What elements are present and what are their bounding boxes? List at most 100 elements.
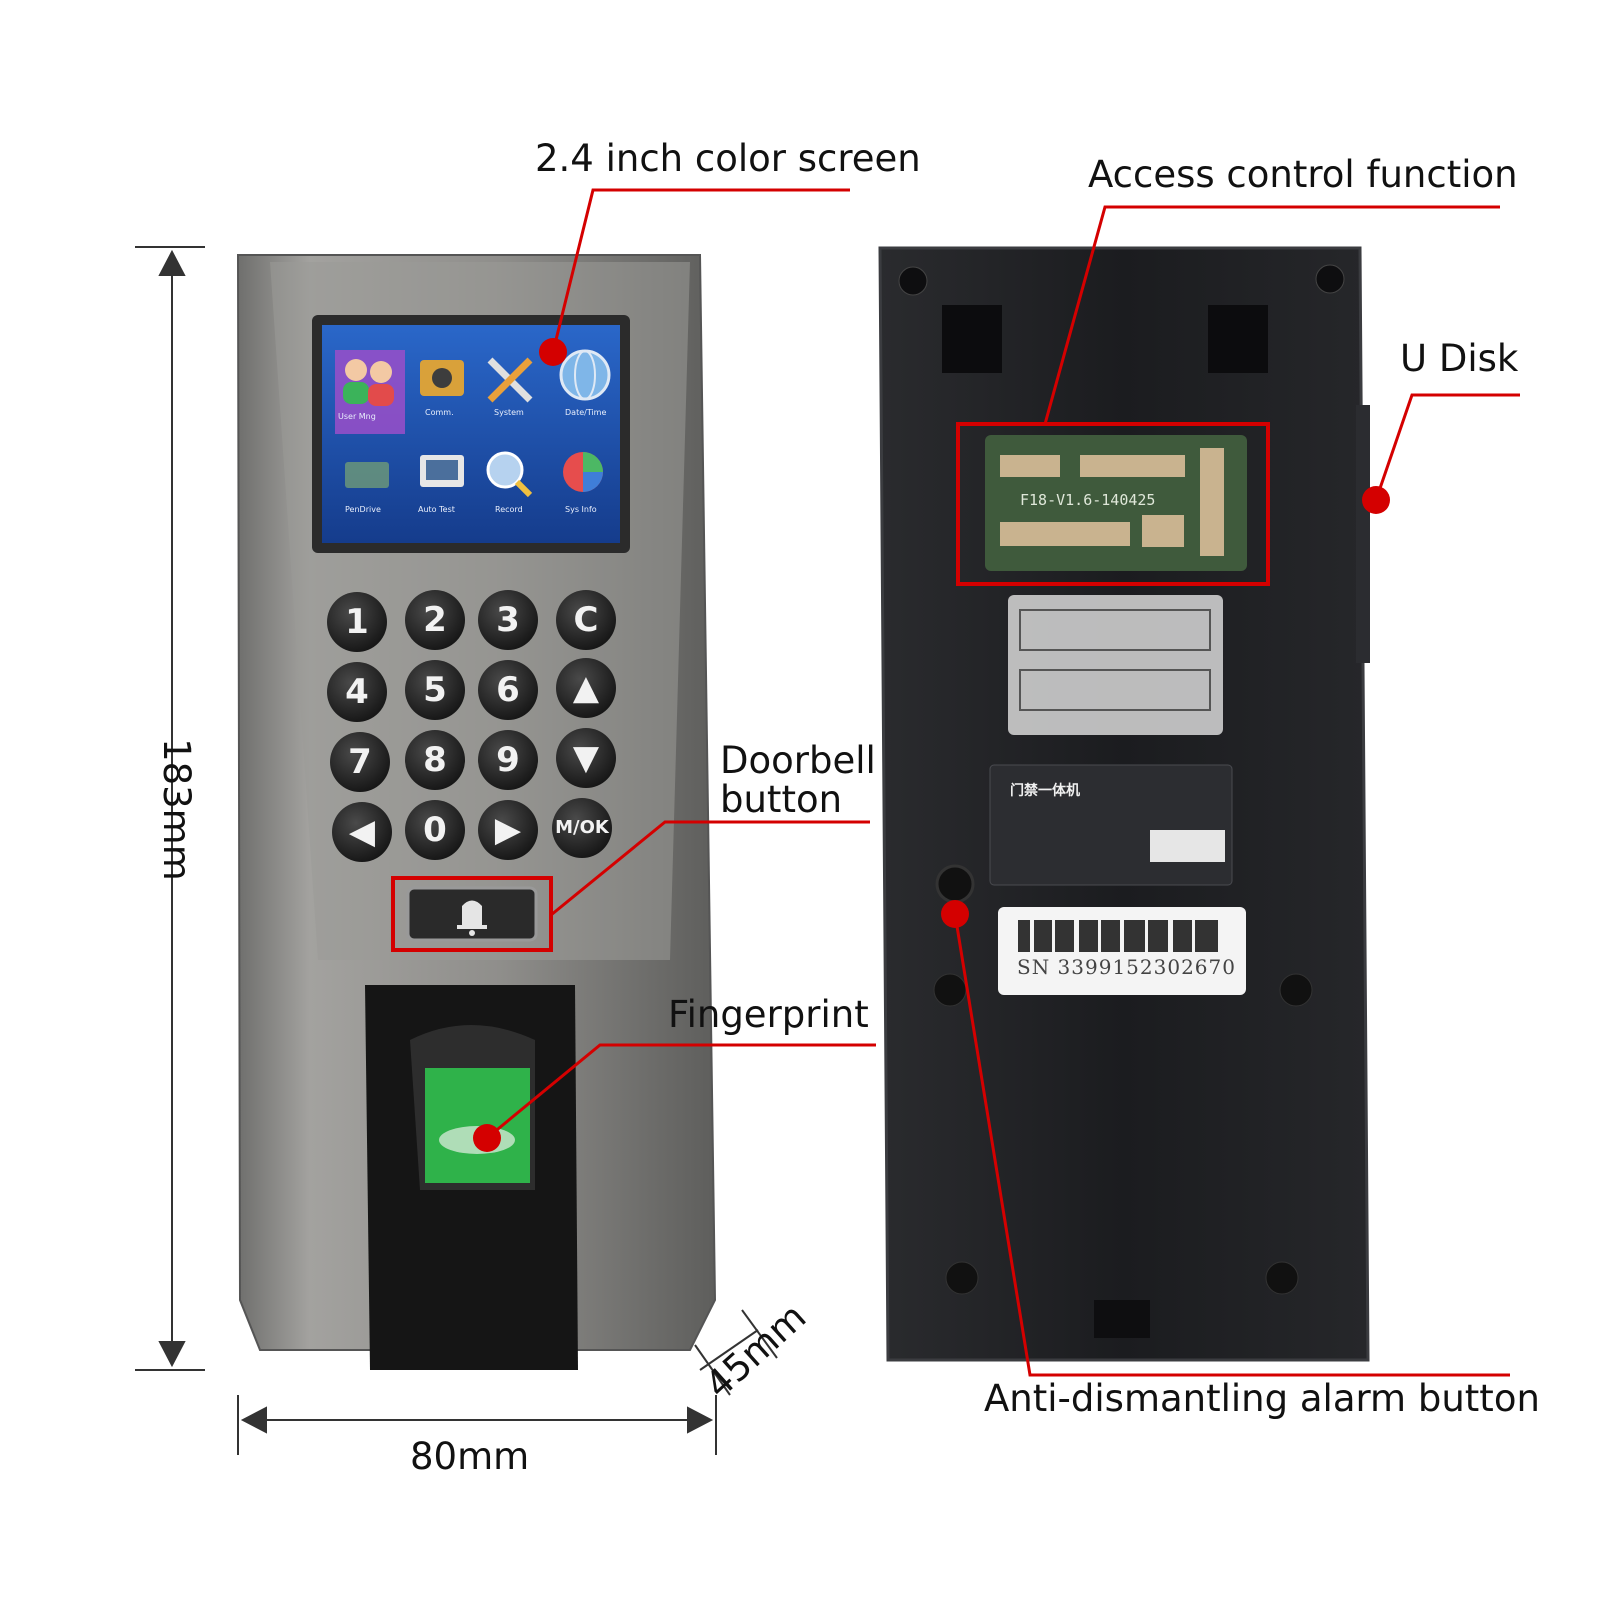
cable-slot	[1094, 1300, 1150, 1338]
height-arrow-bottom	[158, 1341, 186, 1368]
callout-dots	[473, 338, 1390, 1152]
connector-3	[1000, 522, 1130, 546]
screw-top-left	[898, 266, 928, 296]
callout-line-screen	[551, 188, 850, 353]
menu-label-auto-test: Auto Test	[418, 505, 455, 514]
callout-dot-screen	[539, 338, 567, 366]
connector-4	[1142, 515, 1184, 547]
magnifier-icon	[486, 451, 533, 498]
usb-slot[interactable]	[1356, 405, 1370, 663]
key-0-label: 0	[423, 810, 447, 850]
key-1[interactable]	[327, 592, 387, 652]
wiring-grid-bottom	[1019, 669, 1211, 711]
screw-top-right	[1315, 264, 1345, 294]
pcb-label: F18-V1.6-140425	[1020, 491, 1156, 509]
key-c-label: C	[573, 600, 599, 640]
mount-hole-left	[942, 305, 1002, 373]
menu-label-user-mng: User Mng	[338, 412, 376, 421]
pie-chart-icon	[563, 452, 603, 492]
height-arrow-top	[158, 249, 186, 276]
key-4-label: 4	[345, 672, 369, 712]
key-right-label: ▶	[494, 810, 522, 850]
menu-label-system: System	[494, 408, 524, 417]
screw-mid-left	[933, 973, 967, 1007]
wiring-grid-top	[1019, 609, 1211, 651]
key-7[interactable]	[330, 732, 390, 792]
key-9-label: 9	[496, 740, 520, 780]
menu-label-comm: Comm.	[425, 408, 454, 417]
wiring-label	[1008, 595, 1223, 735]
key-3[interactable]	[478, 590, 538, 650]
callout-dot-anti	[941, 900, 969, 928]
key-mok-label: M/OK	[555, 817, 609, 838]
sticker-title: 门禁一体机	[1010, 783, 1080, 799]
connector-1	[1000, 455, 1060, 477]
menu-label-record: Record	[495, 505, 523, 514]
monitor-icon	[420, 455, 464, 487]
depth-tick-far	[741, 1309, 778, 1359]
camera-icon	[420, 360, 464, 396]
callout-fingerprint: Fingerprint	[668, 993, 869, 1036]
key-2[interactable]	[405, 590, 465, 650]
menu-label-pendrive: PenDrive	[345, 505, 381, 514]
back-device	[878, 246, 1370, 1362]
callout-line-fingerprint	[486, 1043, 876, 1140]
globe-icon	[559, 349, 611, 401]
tamper-button[interactable]	[935, 864, 975, 904]
callout-doorbell: Doorbell button	[720, 739, 876, 821]
key-up[interactable]	[556, 658, 616, 718]
key-5[interactable]	[405, 660, 465, 720]
key-9[interactable]	[478, 730, 538, 790]
key-c[interactable]	[556, 590, 616, 650]
key-6-label: 6	[496, 670, 520, 710]
connector-5	[1200, 448, 1224, 556]
width-dimension-label: 80mm	[410, 1435, 530, 1478]
key-6[interactable]	[478, 660, 538, 720]
callout-screen: 2.4 inch color screen	[535, 137, 921, 180]
depth-line	[699, 1329, 759, 1371]
key-right[interactable]	[478, 800, 538, 860]
dimension-lines	[135, 246, 778, 1455]
menu-label-sys-info: Sys Info	[565, 505, 597, 514]
tools-icon	[487, 357, 533, 403]
serial-barcode	[1018, 920, 1218, 952]
key-8-label: 8	[423, 740, 447, 780]
key-0[interactable]	[405, 800, 465, 860]
width-arrow-left	[240, 1406, 267, 1434]
screw-bottom-left	[945, 1261, 979, 1295]
width-arrow-right	[687, 1406, 714, 1434]
key-left-label: ◀	[348, 812, 376, 852]
callout-line-udisk	[1374, 393, 1520, 501]
fingerprint-sensor[interactable]	[425, 1068, 530, 1183]
users-icon	[343, 359, 394, 406]
screw-bottom-right	[1265, 1261, 1299, 1295]
callout-line-access	[1043, 205, 1500, 425]
callout-access-control: Access control function	[1088, 153, 1518, 196]
key-down[interactable]	[556, 728, 616, 788]
callout-lines	[486, 188, 1520, 1377]
serial-number: SN 3399152302670	[1017, 955, 1236, 979]
callout-udisk: U Disk	[1400, 337, 1519, 380]
key-2-label: 2	[423, 600, 447, 640]
menu-label-date-time: Date/Time	[565, 408, 607, 417]
key-up-label: ▲	[572, 668, 600, 708]
sticker-barcode	[1150, 830, 1225, 862]
callout-line-doorbell	[550, 820, 870, 917]
height-dimension-label: 183mm	[154, 738, 198, 881]
key-5-label: 5	[423, 670, 447, 710]
key-1-label: 1	[345, 602, 369, 642]
key-7-label: 7	[348, 742, 372, 782]
key-4[interactable]	[327, 662, 387, 722]
key-mok[interactable]	[552, 798, 612, 858]
callout-dot-udisk	[1362, 486, 1390, 514]
mount-hole-right	[1208, 305, 1268, 373]
key-left[interactable]	[332, 802, 392, 862]
depth-tick-near	[694, 1344, 731, 1396]
key-down-label: ▼	[572, 738, 600, 778]
callout-anti-dismantling: Anti-dismantling alarm button	[984, 1377, 1540, 1420]
access-control-highlight-box	[956, 422, 1270, 586]
front-device	[236, 254, 717, 1370]
key-8[interactable]	[405, 730, 465, 790]
